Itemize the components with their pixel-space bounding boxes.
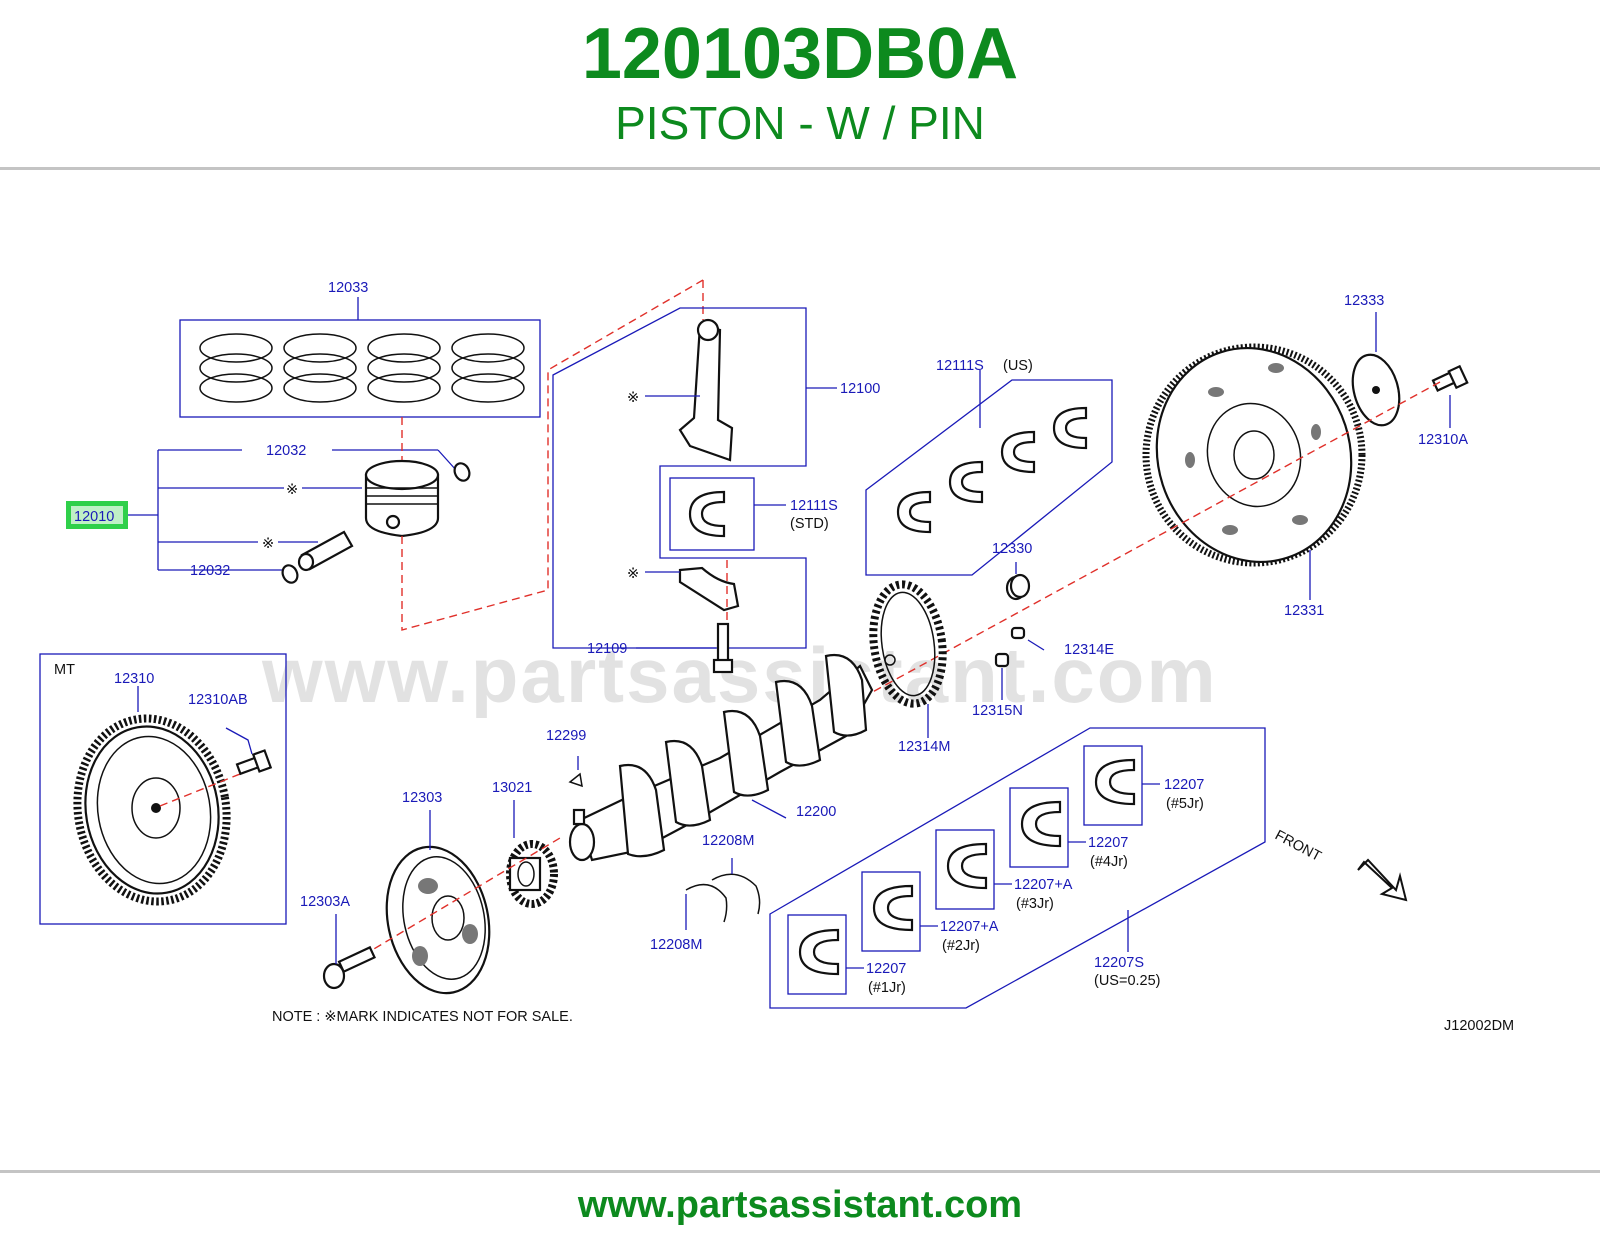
- label-12310A[interactable]: 12310A: [1418, 432, 1468, 448]
- label-12207-5[interactable]: 12207: [1164, 777, 1204, 793]
- rod-cap-part[interactable]: [678, 566, 740, 612]
- label-12010-highlighted[interactable]: 12010: [74, 509, 114, 525]
- crank-pulley-part[interactable]: [374, 837, 503, 1003]
- rod-bearing-std-part[interactable]: [688, 490, 726, 538]
- main-bearing-3-part[interactable]: [935, 829, 995, 910]
- thrust-washer-part[interactable]: [685, 873, 761, 923]
- piston-rings-group[interactable]: [179, 319, 541, 418]
- pulley-bolt-part[interactable]: [322, 945, 376, 990]
- label-12032-bottom[interactable]: 12032: [190, 563, 230, 579]
- label-12314E[interactable]: 12314E: [1064, 642, 1114, 658]
- main-bearing-1-part[interactable]: [787, 914, 847, 995]
- label-13021[interactable]: 13021: [492, 780, 532, 796]
- sensor-plate-screw-part[interactable]: [994, 652, 1010, 668]
- main-bearing-2-part[interactable]: [861, 871, 921, 952]
- label-12330[interactable]: 12330: [992, 541, 1032, 557]
- label-12331[interactable]: 12331: [1284, 603, 1324, 619]
- label-us-025: (US=0.25): [1094, 973, 1161, 989]
- connecting-rod-part[interactable]: [678, 318, 734, 462]
- flywheel-part[interactable]: [63, 707, 241, 914]
- parts-diagram: www.partsassistant.com 12033 12010 12032…: [39, 279, 1514, 1034]
- label-mt: MT: [54, 662, 75, 678]
- main-bearing-5-part[interactable]: [1083, 745, 1143, 826]
- label-12100[interactable]: 12100: [840, 381, 880, 397]
- label-12111S-std[interactable]: 12111S: [790, 498, 838, 514]
- label-jr2: (#2Jr): [942, 938, 980, 954]
- not-for-sale-mark-rod: ※: [627, 390, 639, 406]
- not-for-sale-mark-cap: ※: [627, 566, 639, 582]
- label-jr3: (#3Jr): [1016, 896, 1054, 912]
- drive-plate-bolt-part[interactable]: [1431, 364, 1469, 392]
- label-12207-4[interactable]: 12207: [1088, 835, 1128, 851]
- watermark: www.partsassistant.com: [261, 631, 1218, 719]
- piston-pin-part[interactable]: [297, 530, 354, 572]
- dowel-pin-part[interactable]: [1010, 626, 1026, 640]
- label-12207A-2[interactable]: 12207+A: [940, 919, 999, 935]
- header-divider: [0, 167, 1600, 170]
- crankshaft-part[interactable]: [568, 653, 874, 862]
- part-number-title: 120103DB0A: [581, 14, 1019, 94]
- signal-plate-part[interactable]: [866, 580, 950, 708]
- rod-bearing-us-part[interactable]: [896, 406, 1088, 534]
- label-12208M-bottom[interactable]: 12208M: [650, 937, 702, 953]
- adapter-plate-part[interactable]: [1345, 350, 1406, 431]
- snap-ring-top-part[interactable]: [452, 461, 472, 483]
- front-label: FRONT: [1272, 827, 1324, 865]
- diagram-code: J12002DM: [1444, 1018, 1514, 1034]
- label-12033[interactable]: 12033: [328, 280, 368, 296]
- not-for-sale-mark-piston: ※: [286, 482, 298, 498]
- flywheel-bolt-part[interactable]: [235, 749, 273, 776]
- snap-ring-bottom-part[interactable]: [280, 563, 300, 585]
- label-12299[interactable]: 12299: [546, 728, 586, 744]
- label-12109[interactable]: 12109: [587, 641, 627, 657]
- rod-bolt-part[interactable]: [712, 622, 734, 674]
- label-12032-top[interactable]: 12032: [266, 443, 306, 459]
- label-12310[interactable]: 12310: [114, 671, 154, 687]
- label-12200[interactable]: 12200: [796, 804, 836, 820]
- pilot-bushing-part[interactable]: [1005, 573, 1031, 601]
- label-us: (US): [1003, 358, 1033, 374]
- label-12314M[interactable]: 12314M: [898, 739, 950, 755]
- label-12111S-us[interactable]: 12111S: [936, 358, 984, 374]
- crank-sprocket-part[interactable]: [506, 840, 558, 908]
- footer-website-link[interactable]: www.partsassistant.com: [577, 1184, 1023, 1226]
- piston-part[interactable]: [364, 459, 440, 538]
- not-for-sale-note: NOTE : ※MARK INDICATES NOT FOR SALE.: [272, 1009, 573, 1025]
- front-arrow-icon: [1357, 858, 1408, 902]
- drive-plate-part[interactable]: [1129, 323, 1378, 588]
- part-name-subtitle: PISTON - W / PIN: [615, 97, 985, 149]
- label-12303A[interactable]: 12303A: [300, 894, 350, 910]
- main-bearing-4-part[interactable]: [1009, 787, 1069, 868]
- footer-divider: [0, 1170, 1600, 1173]
- label-12207-1[interactable]: 12207: [866, 961, 906, 977]
- label-12315N[interactable]: 12315N: [972, 703, 1023, 719]
- label-12303[interactable]: 12303: [402, 790, 442, 806]
- label-12208M-top[interactable]: 12208M: [702, 833, 754, 849]
- label-jr4: (#4Jr): [1090, 854, 1128, 870]
- woodruff-key-part[interactable]: [568, 772, 583, 788]
- label-12207S[interactable]: 12207S: [1094, 955, 1144, 971]
- label-jr1: (#1Jr): [868, 980, 906, 996]
- label-12207A-3[interactable]: 12207+A: [1014, 877, 1073, 893]
- not-for-sale-mark-pin: ※: [262, 536, 274, 552]
- label-12310AB[interactable]: 12310AB: [188, 692, 248, 708]
- label-std: (STD): [790, 516, 829, 532]
- label-jr5: (#5Jr): [1166, 796, 1204, 812]
- label-12333[interactable]: 12333: [1344, 293, 1384, 309]
